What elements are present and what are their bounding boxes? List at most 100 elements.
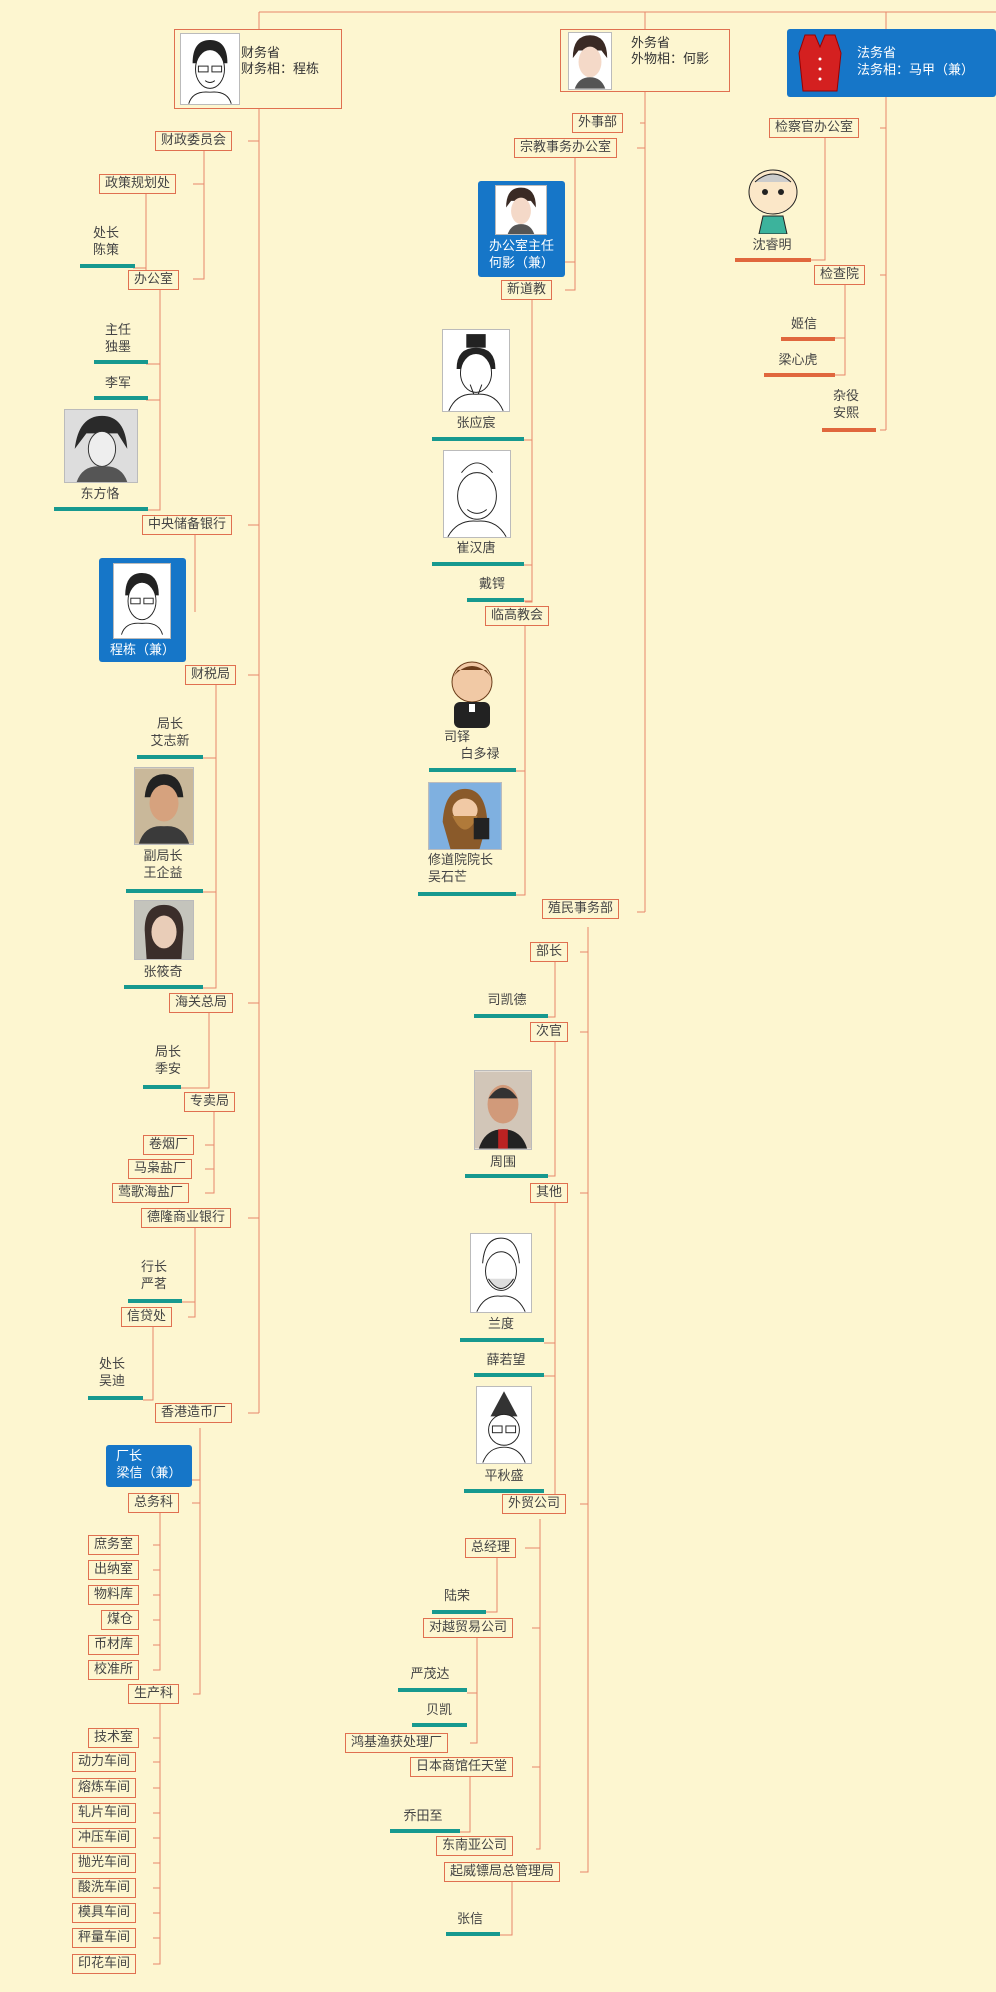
mint-head-card[interactable]: 厂长 梁信（兼） [106, 1445, 192, 1487]
dai-e-label: 戴锷 [478, 577, 505, 592]
zhang-yingchen-label: 张应宸 [456, 416, 496, 431]
lingao-church-node[interactable]: 临高教会 [485, 606, 550, 626]
bank-head-label: 行长严茗 [140, 1260, 167, 1292]
wang-qiyi-avatar [134, 767, 194, 845]
finance-committee-node[interactable]: 财政委员会 [155, 131, 233, 151]
ga-item-1[interactable]: 出纳室 [88, 1560, 140, 1580]
se-asia-node[interactable]: 东南亚公司 [436, 1836, 514, 1856]
colonial-dept-node[interactable]: 殖民事务部 [542, 899, 620, 919]
escort-bureau-node[interactable]: 起威镖局总管理局 [444, 1862, 561, 1882]
policy-planning-node[interactable]: 政策规划处 [99, 174, 177, 194]
colonial-minister-node[interactable]: 部长 [530, 942, 569, 962]
zhang-xin-label: 张信 [456, 1912, 483, 1927]
trade-company-node[interactable]: 外贸公司 [502, 1494, 567, 1514]
zhang-xin-bar [446, 1932, 500, 1936]
cheng-dong-small-avatar [113, 563, 171, 639]
xue-ruowang-bar [474, 1373, 544, 1377]
foreign-ministry-name: 外务省 [631, 36, 671, 51]
prod-item-7[interactable]: 模具车间 [72, 1903, 137, 1923]
procurator-office-node[interactable]: 检察官办公室 [769, 118, 860, 138]
tax-bureau-node[interactable]: 财税局 [185, 665, 237, 685]
zhang-xiaoqi-bar [124, 985, 203, 989]
japan-store-node[interactable]: 日本商馆任天堂 [410, 1757, 514, 1777]
customs-head-label: 局长季安 [154, 1045, 181, 1077]
vietnam-trade-node[interactable]: 对越贸易公司 [423, 1618, 514, 1638]
ga-item-2[interactable]: 物料库 [88, 1585, 140, 1605]
shen-ruiming-avatar [743, 164, 803, 234]
shen-ruiming-label: 沈睿明 [752, 238, 792, 253]
justice-minister-card[interactable]: 法务省 法务相：马甲（兼） [787, 29, 996, 97]
other-node[interactable]: 其他 [530, 1183, 569, 1203]
prod-item-0[interactable]: 技术室 [88, 1728, 140, 1748]
cigarette-factory-node[interactable]: 卷烟厂 [143, 1135, 195, 1155]
qiao-tianzhi-bar [390, 1829, 460, 1833]
abbot-label: 修道院院长吴石芒 [428, 853, 494, 885]
lan-du-avatar [470, 1233, 532, 1313]
he-ying-small-avatar [495, 185, 547, 235]
ga-item-5[interactable]: 校准所 [88, 1660, 140, 1680]
prod-item-1[interactable]: 动力车间 [72, 1752, 137, 1772]
office-director-name: 何影（兼） [488, 256, 554, 271]
vice-minister-node[interactable]: 次官 [530, 1022, 569, 1042]
central-bank-node[interactable]: 中央储备银行 [142, 515, 233, 535]
monopoly-node[interactable]: 专卖局 [184, 1092, 236, 1112]
mint-node[interactable]: 香港造币厂 [155, 1403, 233, 1423]
cheng-dong-card[interactable]: 程栋（兼） [99, 558, 186, 662]
office-head-bar [94, 360, 148, 364]
fishery-node[interactable]: 鸿基渔获处理厂 [345, 1733, 449, 1753]
cheng-dong-avatar [180, 33, 240, 105]
zhou-wei-label: 周围 [489, 1155, 516, 1170]
ga-item-3[interactable]: 煤仓 [101, 1610, 140, 1630]
lu-rong-label: 陆荣 [443, 1589, 470, 1604]
foreign-minister-text: 外务省 外物相：何影 [631, 36, 709, 68]
zhang-yingchen-avatar [442, 329, 510, 412]
ga-item-0[interactable]: 庶务室 [88, 1535, 140, 1555]
new-taoism-node[interactable]: 新道教 [501, 280, 553, 300]
ga-item-4[interactable]: 币材库 [88, 1635, 140, 1655]
prod-item-5[interactable]: 抛光车间 [72, 1853, 137, 1873]
ping-qiusheng-bar [464, 1489, 544, 1493]
dongfang-avatar [64, 409, 138, 483]
office-director-card[interactable]: 办公室主任 何影（兼） [478, 181, 565, 277]
prod-item-9[interactable]: 印花车间 [72, 1954, 137, 1974]
policy-head-label: 处长陈策 [92, 226, 119, 258]
finance-minister-card[interactable]: 财务省 财务相：程栋 [174, 29, 342, 109]
maniao-salt-node[interactable]: 马枭盐厂 [128, 1159, 193, 1179]
prod-item-6[interactable]: 酸洗车间 [72, 1878, 137, 1898]
foreign-dept-node[interactable]: 外事部 [572, 113, 624, 133]
mint-head-title: 厂长 [116, 1449, 143, 1464]
cui-hantang-label: 崔汉唐 [456, 541, 496, 556]
prod-item-3[interactable]: 轧片车间 [72, 1803, 137, 1823]
foreign-minister-card[interactable]: 外务省 外物相：何影 [560, 29, 730, 92]
delong-bank-node[interactable]: 德隆商业银行 [141, 1208, 232, 1228]
red-vest-icon [797, 33, 843, 93]
procuratorate-node[interactable]: 检查院 [814, 265, 866, 285]
priest-bar [429, 768, 516, 772]
yingge-salt-node[interactable]: 莺歌海盐厂 [112, 1183, 190, 1203]
yan-maoda-bar [398, 1688, 467, 1692]
prod-item-8[interactable]: 秤量车间 [72, 1928, 137, 1948]
credit-node[interactable]: 信贷处 [121, 1307, 173, 1327]
bei-kai-label: 贝凯 [425, 1703, 452, 1718]
liang-xinhu-bar [764, 373, 835, 377]
foreign-minister-name: 外物相：何影 [631, 52, 710, 67]
abbot-bar [418, 892, 516, 896]
general-affairs-node[interactable]: 总务科 [128, 1493, 180, 1513]
dai-e-bar [467, 598, 524, 602]
office-head-label: 主任独墨 [104, 323, 131, 355]
office-node[interactable]: 办公室 [128, 270, 180, 290]
zhang-xiaoqi-avatar [134, 900, 194, 960]
production-node[interactable]: 生产科 [128, 1684, 180, 1704]
finance-minister-name: 财务相：程栋 [241, 62, 320, 77]
religion-office-node[interactable]: 宗教事务办公室 [514, 138, 618, 158]
si-kaide-label: 司凯德 [487, 993, 527, 1008]
bai-duolu-avatar [440, 656, 504, 728]
cheng-dong-label: 程栋（兼） [109, 643, 175, 658]
customs-node[interactable]: 海关总局 [169, 993, 234, 1013]
zhang-xiaoqi-label: 张筱奇 [143, 965, 183, 980]
general-manager-node[interactable]: 总经理 [465, 1538, 517, 1558]
prod-item-4[interactable]: 冲压车间 [72, 1828, 137, 1848]
prod-item-2[interactable]: 熔炼车间 [72, 1778, 137, 1798]
bank-head-bar [128, 1299, 182, 1303]
